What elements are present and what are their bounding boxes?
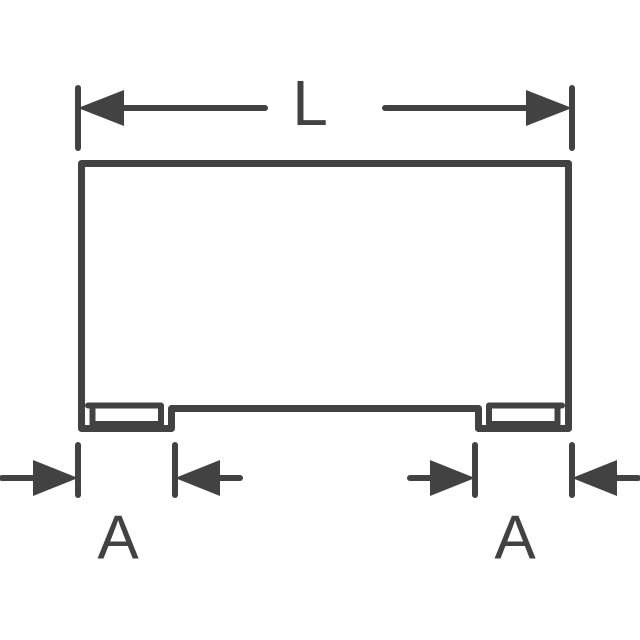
dimension-A-right-arrowhead-outer [572, 460, 617, 496]
dimension-A-left-label: A [97, 503, 139, 572]
dimension-A-right-group: A [407, 442, 640, 572]
dimension-A-left-arrowhead-inner [175, 460, 220, 496]
terminal-foot-left [85, 402, 164, 427]
terminal-foot-left-inner-lead [85, 402, 164, 427]
dimension-A-right-label: A [494, 503, 536, 572]
terminal-foot-right [486, 402, 565, 427]
component-body-outline [78, 160, 572, 432]
dimension-A-left-group: A [0, 442, 243, 572]
dimension-A-left-arrowhead-outer [33, 460, 78, 496]
dimension-A-right-arrowhead-inner [430, 460, 475, 496]
terminal-foot-right-inner-lead [486, 402, 565, 427]
component-body-group [78, 160, 572, 432]
dimension-L-arrowhead-left [78, 90, 124, 126]
dimension-L-arrowhead-right [526, 90, 572, 126]
dimension-L-group: L [75, 67, 575, 151]
dimension-L-label: L [292, 67, 328, 139]
